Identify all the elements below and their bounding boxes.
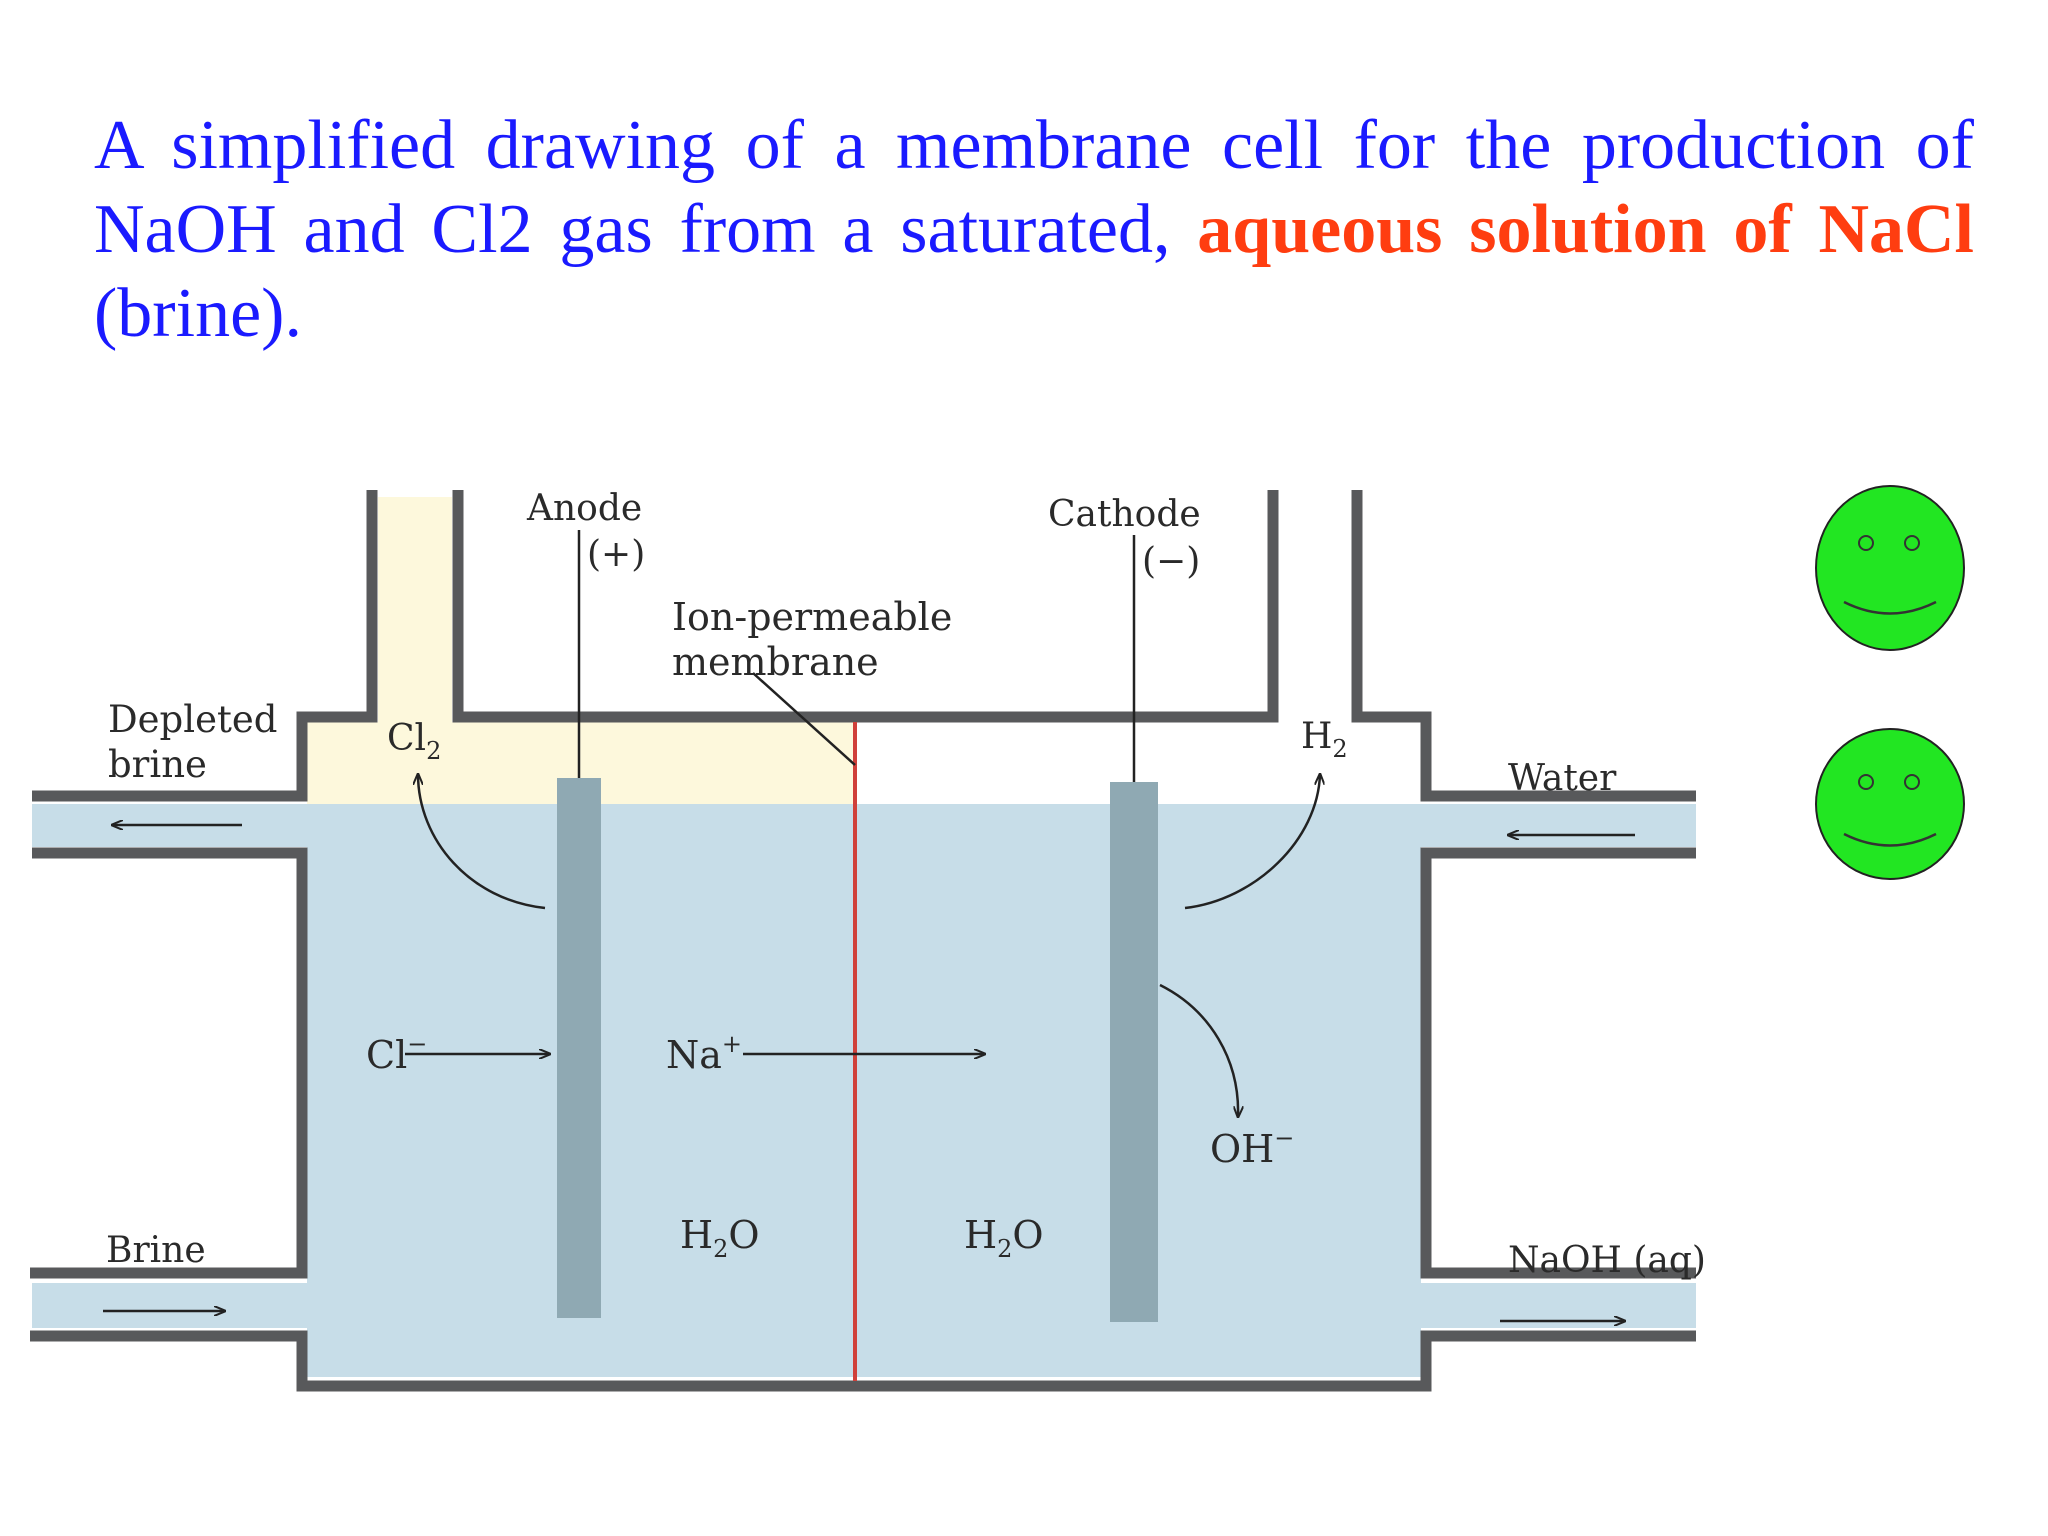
h2o-right-label: H2O	[964, 1213, 1044, 1263]
cl2-label: Cl2	[387, 718, 441, 765]
anode-gas-region	[307, 497, 855, 804]
solution	[32, 804, 1696, 1377]
membrane-label-line1: Ion-permeable	[672, 595, 952, 639]
slide-title: A simplified drawing of a membrane cell …	[94, 104, 1974, 356]
depleted-label-line2: brine	[108, 743, 207, 786]
cathode-electrode	[1110, 782, 1158, 1322]
oh-minus-label: OH−	[1210, 1124, 1294, 1171]
smiley-face-icon	[1815, 728, 1965, 880]
depleted-label-line1: Depleted	[108, 698, 277, 741]
cathode-sign: (−)	[1142, 541, 1200, 582]
naoh-label: NaOH (aq)	[1508, 1240, 1706, 1281]
anode-label: Anode	[526, 488, 642, 529]
h2o-left-label: H2O	[680, 1213, 760, 1263]
cl-minus-label: Cl−	[366, 1030, 427, 1077]
cell-walls	[30, 490, 1696, 1392]
anode-sign: (+)	[587, 534, 645, 575]
title-highlight: aqueous solution of NaCl	[1197, 191, 1975, 268]
smiley-face-icon	[1815, 485, 1965, 651]
h2-curve-arrow	[1184, 774, 1320, 910]
na-plus-label: Na+	[666, 1030, 742, 1077]
anode-electrode	[557, 778, 601, 1318]
title-part1: A simplified drawing of a membrane cell …	[94, 107, 1974, 268]
membrane-label-line2: membrane	[672, 640, 879, 684]
title-part2: (brine).	[94, 275, 302, 352]
h2-label: H2	[1301, 716, 1348, 763]
membrane-pointer	[752, 672, 856, 766]
water-label: Water	[1508, 758, 1617, 799]
cathode-label: Cathode	[1048, 494, 1201, 535]
flow-arrows	[103, 774, 1635, 1321]
oh-curve-arrow	[1159, 983, 1238, 1117]
cl2-curve-arrow	[418, 774, 546, 910]
brine-label: Brine	[106, 1230, 206, 1271]
